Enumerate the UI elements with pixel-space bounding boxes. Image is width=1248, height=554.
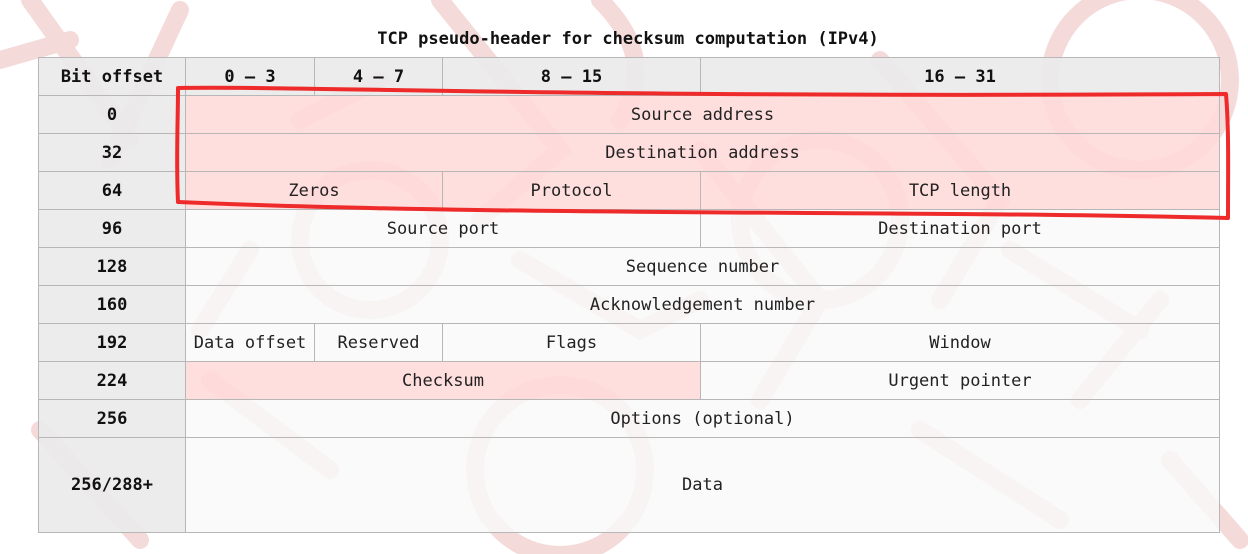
table-row: 224 Checksum Urgent pointer: [38, 361, 1220, 400]
field-destination-address: Destination address: [185, 133, 1220, 172]
field-data-offset: Data offset: [185, 323, 315, 362]
row-offset: 0: [38, 95, 186, 134]
table-caption: TCP pseudo-header for checksum computati…: [377, 29, 879, 49]
field-reserved: Reserved: [314, 323, 443, 362]
table-row: 128 Sequence number: [38, 247, 1220, 286]
row-offset: 160: [38, 285, 186, 324]
row-offset: 256/288+: [38, 437, 186, 533]
row-offset: 192: [38, 323, 186, 362]
field-source-address: Source address: [185, 95, 1220, 134]
header-bit-offset: Bit offset: [38, 57, 186, 96]
field-sequence-number: Sequence number: [185, 247, 1220, 286]
row-offset: 128: [38, 247, 186, 286]
row-offset: 96: [38, 209, 186, 248]
table-row: 160 Acknowledgement number: [38, 285, 1220, 324]
row-offset: 64: [38, 171, 186, 210]
header-bits-0-3: 0 – 3: [185, 57, 315, 96]
table-row: 32 Destination address: [38, 133, 1220, 172]
header-row: Bit offset 0 – 3 4 – 7 8 – 15 16 – 31: [38, 57, 1220, 96]
header-bits-16-31: 16 – 31: [700, 57, 1220, 96]
field-zeros: Zeros: [185, 171, 443, 210]
header-bits-8-15: 8 – 15: [442, 57, 701, 96]
row-offset: 32: [38, 133, 186, 172]
table-row: 0 Source address: [38, 95, 1220, 134]
field-flags: Flags: [442, 323, 701, 362]
field-urgent-pointer: Urgent pointer: [700, 361, 1220, 400]
table-row: 96 Source port Destination port: [38, 209, 1220, 248]
field-tcp-length: TCP length: [700, 171, 1220, 210]
field-window: Window: [700, 323, 1220, 362]
row-offset: 256: [38, 399, 186, 438]
field-checksum: Checksum: [185, 361, 701, 400]
pseudo-header-table: Bit offset 0 – 3 4 – 7 8 – 15 16 – 31 0 …: [38, 57, 1220, 533]
field-data: Data: [185, 437, 1220, 533]
table-row: 256/288+ Data: [38, 437, 1220, 533]
row-offset: 224: [38, 361, 186, 400]
table-row: 64 Zeros Protocol TCP length: [38, 171, 1220, 210]
field-protocol: Protocol: [442, 171, 701, 210]
field-options: Options (optional): [185, 399, 1220, 438]
table-row: 192 Data offset Reserved Flags Window: [38, 323, 1220, 362]
table-row: 256 Options (optional): [38, 399, 1220, 438]
header-bits-4-7: 4 – 7: [314, 57, 443, 96]
field-acknowledgement-number: Acknowledgement number: [185, 285, 1220, 324]
field-destination-port: Destination port: [700, 209, 1220, 248]
field-source-port: Source port: [185, 209, 701, 248]
